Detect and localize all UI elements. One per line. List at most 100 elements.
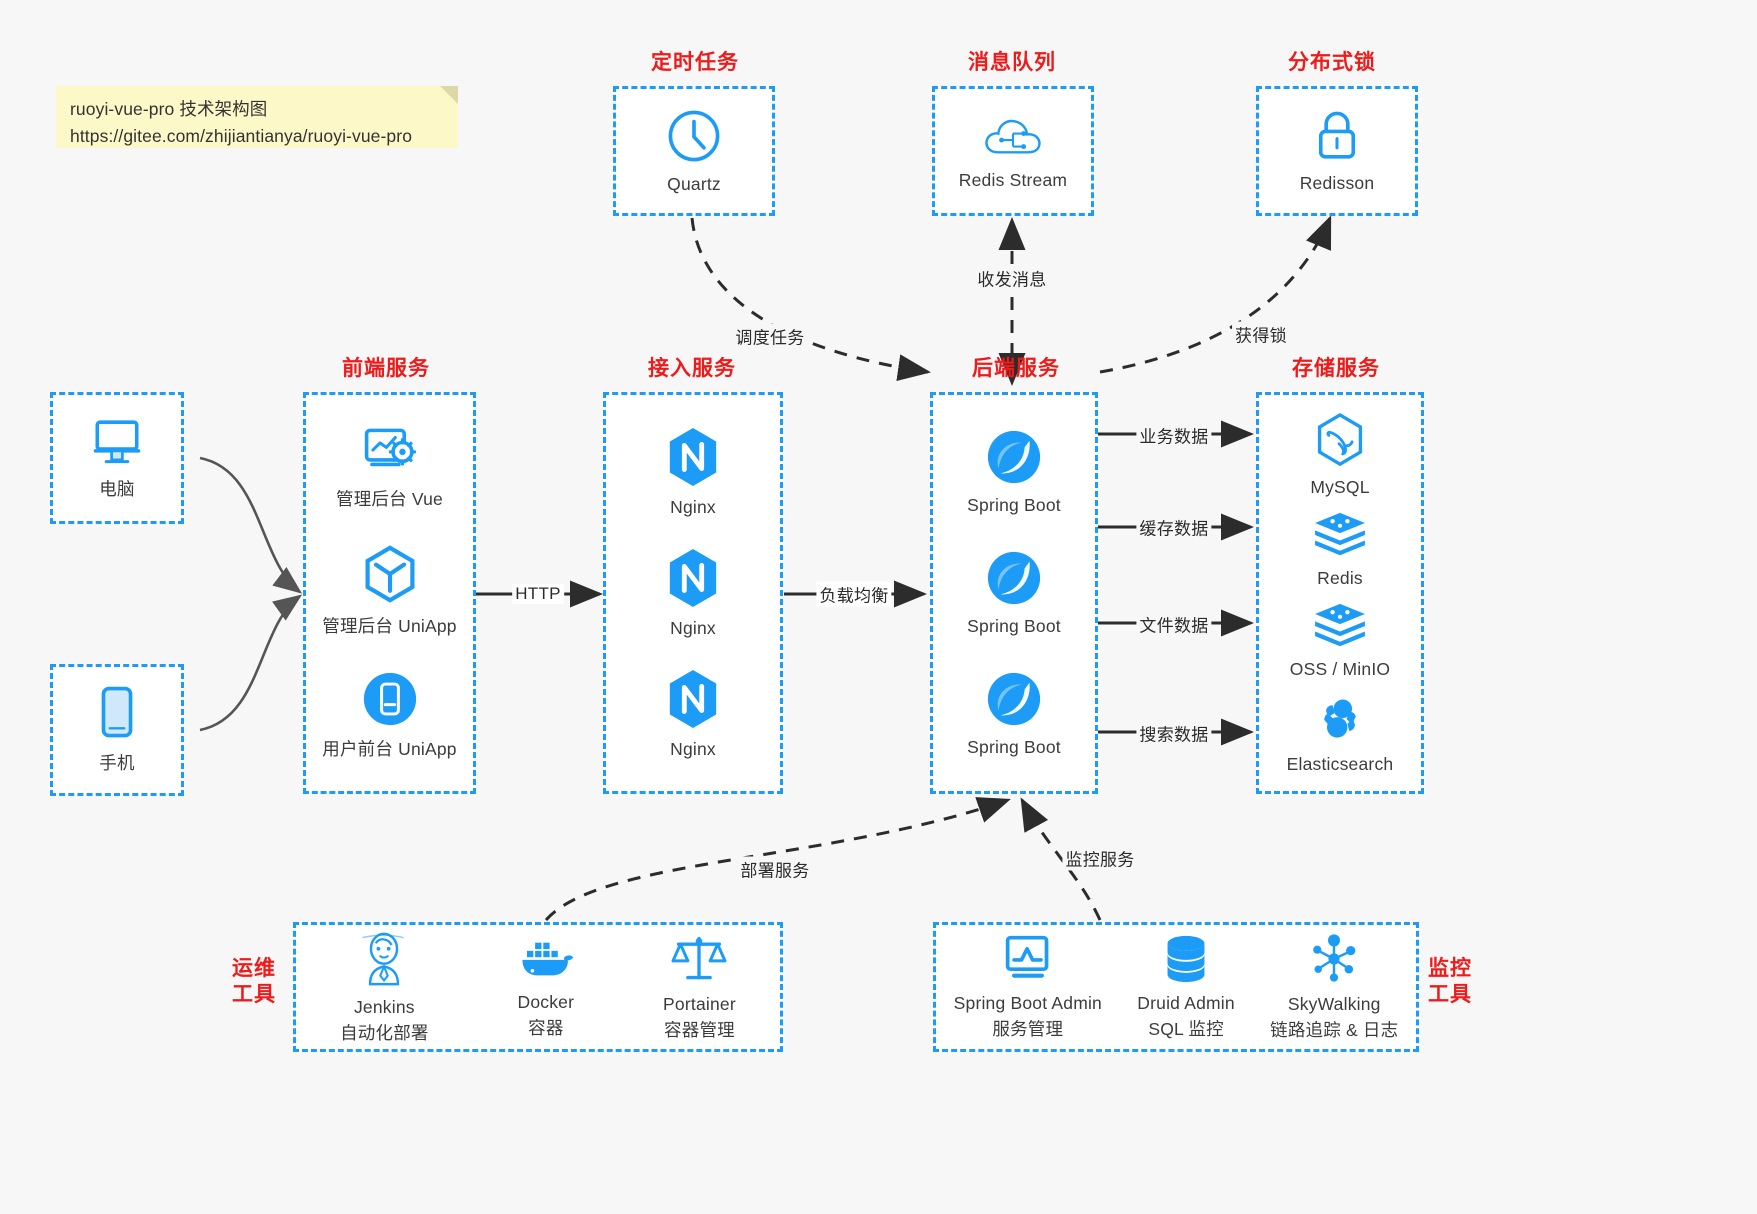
object-storage-icon [1312, 602, 1368, 650]
group-box-frontend: 管理后台 Vue 管理后台 UniApp 用户前台 U [303, 392, 476, 794]
node-sublabel: 服务管理 [992, 1018, 1064, 1039]
node-label: Spring Boot [967, 615, 1061, 636]
group-box-client-mobile: 手机 [50, 664, 184, 796]
group-label-backend: 后端服务 [972, 357, 1060, 380]
node-label: Spring Boot [967, 494, 1061, 515]
node-label: Quartz [667, 174, 721, 194]
node-spring-boot-3[interactable]: Spring Boot [967, 670, 1061, 758]
node-admin-uniapp[interactable]: 管理后台 UniApp [322, 544, 457, 638]
group-label-mq: 消息队列 [968, 51, 1056, 74]
clock-icon [665, 107, 723, 165]
note-title: ruoyi-vue-pro 技术架构图 [70, 99, 268, 119]
group-box-devops: Jenkins 自动化部署 Docker 容器 [293, 922, 783, 1052]
uniapp-cube-icon [362, 544, 418, 604]
node-label: OSS / MinIO [1289, 658, 1391, 679]
node-skywalking[interactable]: SkyWalking 链路追踪 & 日志 [1270, 933, 1398, 1042]
node-redisson[interactable]: Redisson [1300, 108, 1375, 194]
node-admin-vue[interactable]: 管理后台 Vue [336, 425, 443, 511]
node-portainer[interactable]: Portainer 容器管理 [663, 933, 736, 1042]
node-label: SkyWalking [1287, 993, 1381, 1014]
node-label: Spring Boot Admin [953, 992, 1102, 1013]
node-mysql[interactable]: MySQL [1310, 412, 1369, 498]
redis-stack-icon [1312, 511, 1368, 559]
docker-whale-icon [517, 935, 575, 983]
skywalking-node-icon [1307, 933, 1361, 985]
group-box-scheduler: Quartz [613, 86, 775, 216]
edge-label-file-data: 文件数据 [1136, 611, 1212, 637]
node-user-uniapp[interactable]: 用户前台 UniApp [322, 671, 457, 761]
edge-label-business-data: 业务数据 [1136, 422, 1212, 448]
node-label: Docker [517, 991, 575, 1012]
mobile-app-icon [362, 671, 418, 727]
padlock-icon [1311, 108, 1363, 164]
node-label: Jenkins [353, 996, 415, 1017]
group-label-devops-line2: 工具 [232, 983, 276, 1007]
spring-boot-icon [985, 549, 1043, 607]
node-label: Redis [1317, 567, 1363, 588]
node-elasticsearch[interactable]: Elasticsearch [1287, 693, 1394, 775]
node-label: 管理后台 Vue [336, 489, 443, 510]
node-nginx-1[interactable]: Nginx [665, 426, 721, 518]
desktop-computer-icon [88, 415, 146, 467]
node-docker[interactable]: Docker 容器 [517, 935, 575, 1040]
node-label: 管理后台 UniApp [322, 615, 457, 636]
node-redis[interactable]: Redis [1312, 511, 1368, 589]
group-label-monitor-line1: 监控 [1428, 957, 1472, 980]
dashboard-gear-icon [361, 425, 417, 477]
node-nginx-2[interactable]: Nginx [665, 547, 721, 639]
node-label: Elasticsearch [1286, 753, 1394, 774]
group-box-lock: Redisson [1256, 86, 1418, 216]
node-label: Redisson [1299, 173, 1375, 193]
node-mobile[interactable]: 手机 [97, 685, 137, 775]
group-box-client-desktop: 电脑 [50, 392, 184, 524]
note-url: https://gitee.com/zhijiantianya/ruoyi-vu… [70, 126, 413, 147]
edge-label-mq: 收发消息 [974, 265, 1050, 291]
node-label: Druid Admin [1137, 992, 1235, 1013]
node-nginx-3[interactable]: Nginx [665, 668, 721, 760]
group-label-storage: 存储服务 [1292, 357, 1380, 380]
edge-label-acquire-lock: 获得锁 [1232, 321, 1290, 347]
group-label-devops: 运维 工具 [232, 956, 276, 1009]
group-box-mq: Redis Stream [932, 86, 1094, 216]
edge-label-search-data: 搜索数据 [1136, 720, 1212, 746]
group-label-gateway: 接入服务 [648, 357, 736, 380]
spring-boot-icon [985, 428, 1043, 486]
group-box-backend: Spring Boot Spring Boot Spring Boot [930, 392, 1098, 794]
node-label: Portainer [663, 993, 736, 1014]
node-spring-boot-2[interactable]: Spring Boot [967, 549, 1061, 637]
nginx-icon [665, 426, 721, 488]
cloud-stream-icon [982, 111, 1044, 161]
nginx-icon [665, 668, 721, 730]
group-label-frontend: 前端服务 [342, 357, 430, 380]
nginx-icon [665, 547, 721, 609]
edge-label-http: HTTP [512, 584, 564, 604]
mysql-dolphin-icon [1314, 412, 1366, 468]
mobile-phone-icon [97, 685, 137, 741]
node-jenkins[interactable]: Jenkins 自动化部署 [340, 930, 429, 1045]
diagram-note: ruoyi-vue-pro 技术架构图 https://gitee.com/zh… [56, 86, 458, 148]
node-label: 用户前台 UniApp [322, 738, 457, 759]
node-spring-boot-admin[interactable]: Spring Boot Admin 服务管理 [954, 934, 1102, 1041]
group-label-monitor-line2: 工具 [1428, 983, 1472, 1007]
node-desktop[interactable]: 电脑 [88, 415, 146, 501]
node-quartz[interactable]: Quartz [665, 107, 723, 195]
edge-label-load-balance: 负载均衡 [816, 581, 892, 607]
group-box-monitor: Spring Boot Admin 服务管理 Druid Admin SQL 监… [933, 922, 1419, 1052]
edge-label-cache-data: 缓存数据 [1136, 514, 1212, 540]
node-oss-minio[interactable]: OSS / MinIO [1290, 602, 1390, 680]
edge-label-deploy-service: 部署服务 [737, 856, 813, 882]
node-label: Nginx [670, 496, 716, 517]
database-stack-icon [1162, 934, 1210, 984]
node-redis-stream[interactable]: Redis Stream [959, 111, 1067, 191]
elasticsearch-icon [1314, 693, 1366, 745]
edge-label-monitor-service: 监控服务 [1062, 845, 1138, 871]
group-box-gateway: Nginx Nginx Nginx [603, 392, 783, 794]
node-label: 手机 [99, 753, 135, 773]
node-spring-boot-1[interactable]: Spring Boot [967, 428, 1061, 516]
group-label-scheduler: 定时任务 [651, 51, 739, 74]
node-druid-admin[interactable]: Druid Admin SQL 监控 [1137, 934, 1235, 1041]
jenkins-butler-icon [357, 930, 411, 988]
node-label: 电脑 [99, 479, 135, 499]
